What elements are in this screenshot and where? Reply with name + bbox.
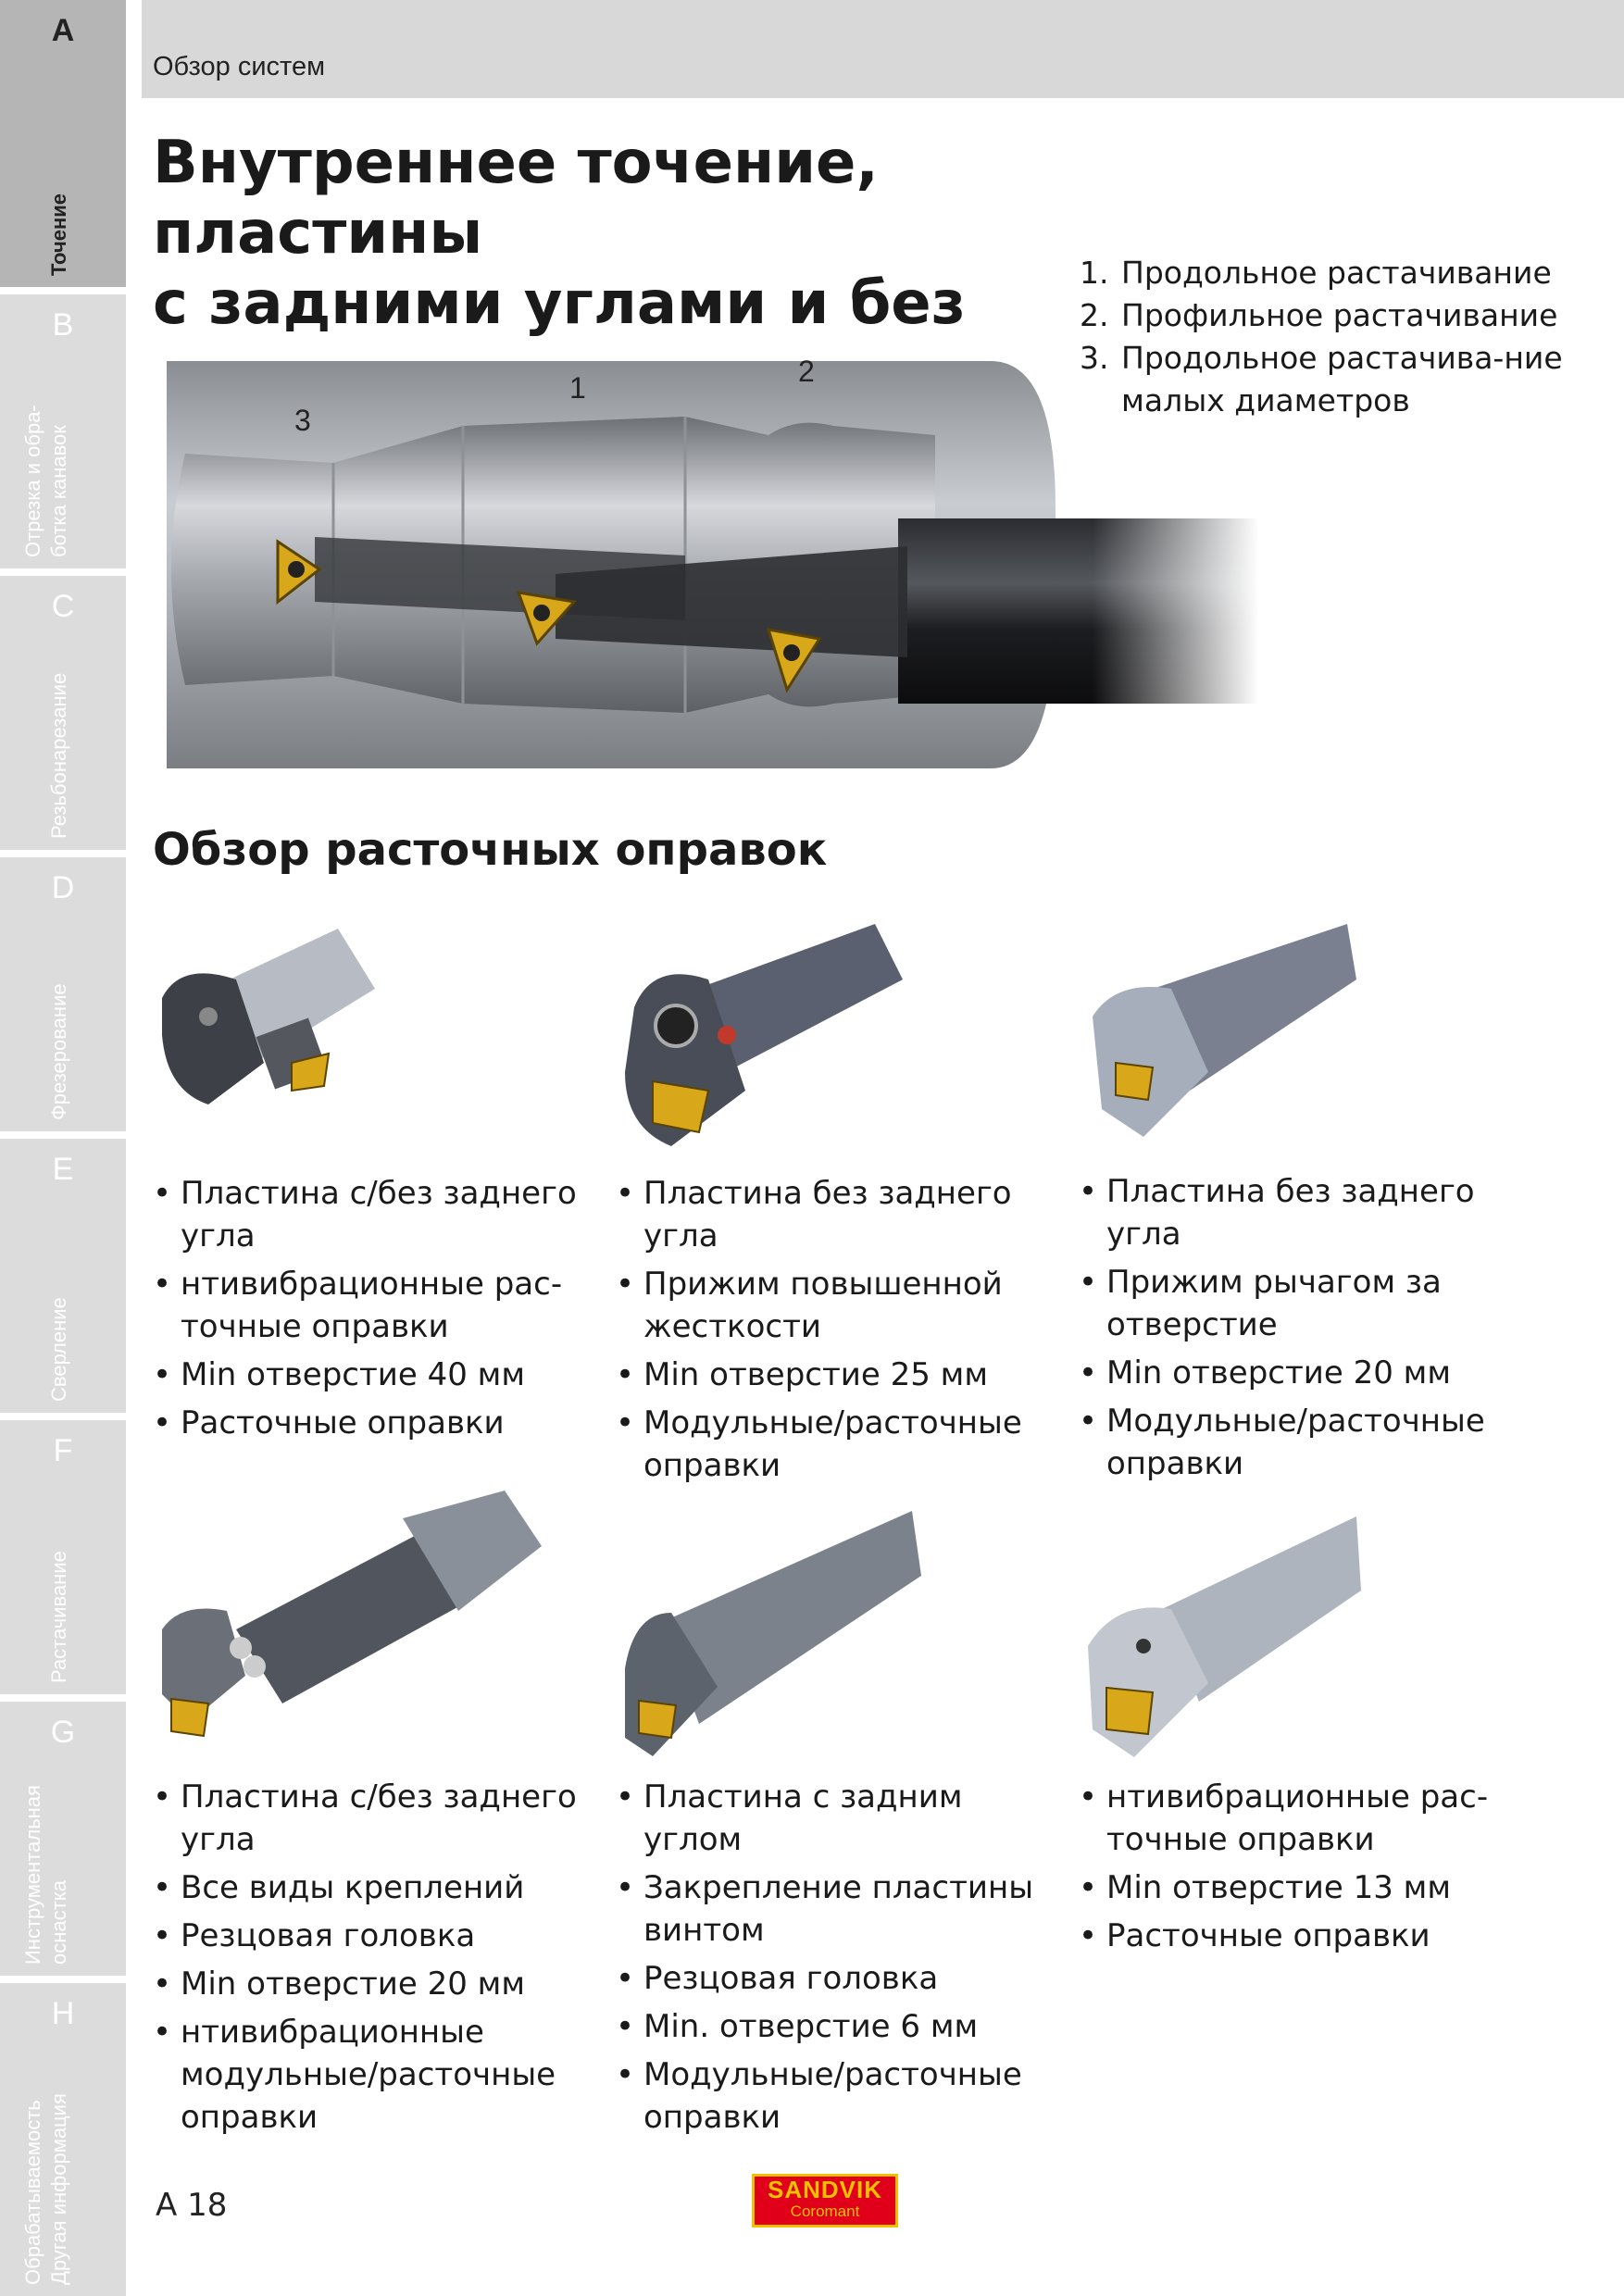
- tab-label: Растачивание: [47, 1551, 70, 1683]
- operation-text: Продольное растачивание: [1121, 255, 1552, 291]
- sidebar-tab-d[interactable]: D Фрезерование: [0, 857, 126, 1131]
- feature-item: Пластина с/без заднего угла: [153, 1776, 588, 1861]
- tab-letter: G: [50, 1715, 76, 1750]
- feature-item: Закрепление пластины винтом: [616, 1866, 1051, 1952]
- tab-letter: E: [52, 1152, 74, 1187]
- sidebar-tab-g[interactable]: G Инструментальная оснастка: [0, 1702, 126, 1976]
- tab-label: Фрезерование: [47, 983, 70, 1120]
- tab-letter: D: [51, 870, 75, 905]
- boring-bar-medium: [556, 546, 907, 657]
- feature-item: Min отверстие 20 мм: [1079, 1352, 1514, 1394]
- boring-bar-card: Пластина без заднего угла Прижим рычагом…: [1079, 924, 1514, 1482]
- operations-list: 1. Продольное растачивание 2. Профильное р…: [1080, 252, 1617, 422]
- logo-text: Coromant: [790, 2202, 860, 2220]
- tab-letter: C: [51, 589, 75, 624]
- feature-item: Расточные оправки: [1079, 1915, 1514, 1957]
- feature-item: Модульные/расточные оправки: [1079, 1400, 1514, 1485]
- boring-bar-image: [625, 1511, 921, 1756]
- feature-item: Модульные/расточные оправки: [616, 2053, 1051, 2139]
- page-title-line: Внутреннее точение, пластины: [153, 129, 879, 268]
- tab-label: Инструментальная оснастка: [21, 1785, 70, 1965]
- header-band: [142, 0, 1624, 98]
- boring-bar-card: Пластина с задним углом Закрепление плас…: [616, 1511, 1051, 2159]
- sandvik-logo: SANDVIK Coromant: [752, 2174, 898, 2227]
- feature-list: Пластина без заднего угла Прижим рычагом…: [1079, 1170, 1514, 1491]
- sidebar-tab-c[interactable]: C Резьбонарезание: [0, 576, 126, 850]
- feature-item: нтивибрационные модульные/расточные опра…: [153, 2011, 588, 2139]
- feature-item: Min отверстие 13 мм: [1079, 1866, 1514, 1909]
- section-label: Обзор систем: [153, 52, 326, 81]
- hero-label: 2: [798, 355, 815, 388]
- feature-item: Пластина без заднего угла: [1079, 1170, 1514, 1255]
- feature-item: Пластина с/без заднего угла: [153, 1172, 588, 1257]
- feature-item: Расточные оправки: [153, 1402, 588, 1444]
- feature-item: Все виды креплений: [153, 1866, 588, 1909]
- operation-item: 1. Продольное растачивание: [1080, 252, 1617, 294]
- boring-bar-image: [162, 1491, 542, 1738]
- tab-label: Сверление: [47, 1297, 70, 1402]
- feature-item: нтивибрационные рас-точные оправки: [153, 1263, 588, 1348]
- boring-bar-image: [1093, 924, 1356, 1137]
- feature-item: Пластина без заднего угла: [616, 1172, 1051, 1257]
- page-title-line: с задними углами и без: [153, 269, 966, 338]
- sidebar-tab-e[interactable]: E Сверление: [0, 1139, 126, 1413]
- feature-item: Прижим повышенной жесткости: [616, 1263, 1051, 1348]
- feature-list: нтивибрационные рас-точные оправки Min о…: [1079, 1776, 1514, 1963]
- feature-item: нтивибрационные рас-точные оправки: [1079, 1776, 1514, 1861]
- operation-item: 3. Продольное растачива-ние малых диаметр…: [1080, 337, 1617, 422]
- boring-bar-image: [162, 929, 375, 1104]
- operation-item: 2. Профильное растачивание: [1080, 294, 1617, 337]
- feature-list: Пластина с/без заднего угла нтивибрацион…: [153, 1172, 588, 1450]
- section-subtitle: Обзор расточных оправок: [153, 824, 828, 876]
- chapter-sidebar: A Точение B Отрезка и обра- ботка канаво…: [0, 0, 126, 2296]
- tab-label: Точение: [47, 193, 70, 276]
- feature-item: Резцовая головка: [153, 1915, 588, 1957]
- tab-label: Обрабатываемость Другая информация: [21, 2093, 70, 2285]
- feature-item: Резцовая головка: [616, 1957, 1051, 2000]
- boring-illustration: 1 2 3: [167, 355, 1259, 768]
- boring-bar-card: нтивибрационные рас-точные оправки Min о…: [1079, 1507, 1514, 1970]
- boring-bar-image: [625, 924, 903, 1146]
- sidebar-tab-h[interactable]: H Обрабатываемость Другая информация: [0, 1983, 126, 2296]
- tab-letter: H: [51, 1996, 75, 2031]
- operation-number: 1.: [1080, 255, 1109, 291]
- hero-label: 3: [294, 404, 311, 437]
- boring-bar-card: Пластина с/без заднего угла Все виды кре…: [153, 1491, 588, 2139]
- feature-item: Min отверстие 40 мм: [153, 1354, 588, 1396]
- feature-item: Min отверстие 25 мм: [616, 1354, 1051, 1396]
- tab-letter: F: [53, 1433, 73, 1468]
- sidebar-tab-a[interactable]: A Точение: [0, 0, 126, 287]
- operation-number: 2.: [1080, 297, 1109, 333]
- hero-label: 1: [569, 371, 586, 405]
- operation-text: Профильное растачивание: [1121, 297, 1558, 333]
- feature-item: Пластина с задним углом: [616, 1776, 1051, 1861]
- feature-item: Min отверстие 20 мм: [153, 1963, 588, 2005]
- feature-list: Пластина без заднего угла Прижим повышен…: [616, 1172, 1051, 1492]
- feature-item: Модульные/расточные оправки: [616, 1402, 1051, 1487]
- operation-number: 3.: [1080, 340, 1109, 376]
- boring-bar-card: Пластина с/без заднего угла нтивибрацион…: [153, 924, 588, 1479]
- sidebar-tab-f[interactable]: F Растачивание: [0, 1420, 126, 1694]
- feature-item: Прижим рычагом за отверстие: [1079, 1261, 1514, 1346]
- feature-list: Пластина с/без заднего угла Все виды кре…: [153, 1776, 588, 2144]
- tab-label: Отрезка и обра- ботка канавок: [21, 405, 70, 557]
- tab-letter: B: [52, 307, 74, 343]
- feature-list: Пластина с задним углом Закрепление плас…: [616, 1776, 1051, 2144]
- page-number: A 18: [156, 2187, 228, 2224]
- operation-text: Продольное растачива-ние малых диаметров: [1121, 340, 1563, 418]
- logo-text: SANDVIK: [767, 2176, 882, 2203]
- boring-bar-card: Пластина без заднего угла Прижим повышен…: [616, 924, 1051, 1484]
- tab-letter: A: [51, 13, 75, 48]
- boring-bar-image: [1088, 1516, 1361, 1757]
- tab-label: Резьбонарезание: [47, 672, 70, 839]
- feature-item: Min. отверстие 6 мм: [616, 2005, 1051, 2048]
- sidebar-tab-b[interactable]: B Отрезка и обра- ботка канавок: [0, 294, 126, 568]
- page-title: Внутреннее точение, пластины с задними у…: [153, 128, 1218, 339]
